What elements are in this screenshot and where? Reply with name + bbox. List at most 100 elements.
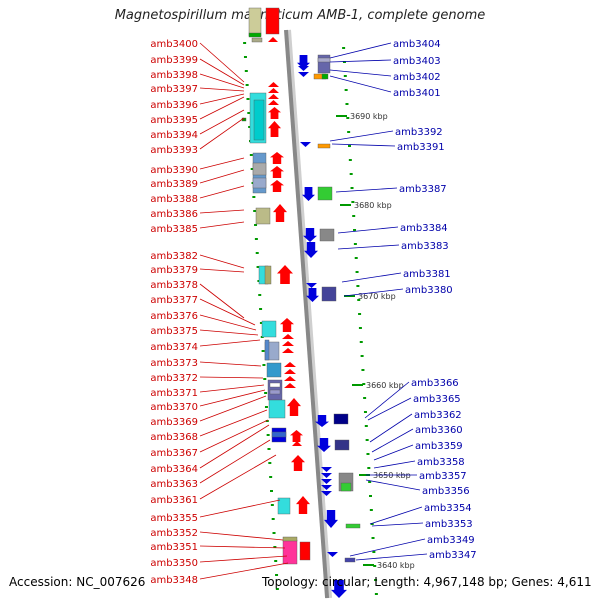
- gene-label-amb3401[interactable]: amb3401: [393, 88, 441, 99]
- gene-label-amb3357[interactable]: amb3357: [419, 471, 467, 482]
- leader-line: [337, 226, 399, 234]
- gene-label-amb3390[interactable]: amb3390: [150, 165, 198, 176]
- gene-label-amb3361[interactable]: amb3361: [150, 495, 198, 506]
- tick-marker: [264, 392, 268, 394]
- forward-gene-chevron: [268, 94, 279, 99]
- tick-marker: [243, 42, 247, 44]
- gene-label-amb3370[interactable]: amb3370: [150, 402, 198, 413]
- leader-line: [355, 553, 428, 561]
- gene-block: [282, 539, 298, 565]
- gene-label-amb3352[interactable]: amb3352: [150, 528, 198, 539]
- tick-marker: [343, 75, 347, 77]
- gene-label-amb3389[interactable]: amb3389: [150, 179, 198, 190]
- leader-line: [371, 428, 414, 453]
- gene-label-amb3364[interactable]: amb3364: [150, 464, 198, 475]
- gene-label-amb3404[interactable]: amb3404: [393, 39, 441, 50]
- tick-marker: [245, 84, 249, 86]
- gene-label-amb3355[interactable]: amb3355: [150, 513, 198, 524]
- gene-label-amb3375[interactable]: amb3375: [150, 326, 198, 337]
- gene-label-amb3366[interactable]: amb3366: [411, 378, 459, 389]
- gene-block: [266, 362, 282, 378]
- gene-label-amb3348[interactable]: amb3348: [150, 575, 198, 586]
- gene-label-amb3391[interactable]: amb3391: [397, 142, 445, 153]
- forward-gene-chevron: [284, 362, 296, 367]
- gene-label-amb3400[interactable]: amb3400: [150, 39, 198, 50]
- reverse-gene-chevron: [327, 552, 338, 557]
- gene-label-amb3356[interactable]: amb3356: [422, 486, 470, 497]
- gene-label-amb3379[interactable]: amb3379: [150, 265, 198, 276]
- gene-block: [317, 186, 333, 201]
- gene-label-amb3373[interactable]: amb3373: [150, 358, 198, 369]
- tick-marker: [355, 271, 359, 273]
- reverse-gene-arrow: [302, 187, 315, 201]
- tick-marker: [358, 327, 362, 329]
- gene-label-amb3403[interactable]: amb3403: [393, 56, 441, 67]
- leader-line: [199, 419, 269, 453]
- gene-label-amb3394[interactable]: amb3394: [150, 130, 198, 141]
- gene-label-amb3372[interactable]: amb3372: [150, 373, 198, 384]
- gene-label-amb3362[interactable]: amb3362: [414, 410, 462, 421]
- leader-line: [199, 185, 245, 199]
- forward-gene-chevron: [284, 369, 296, 374]
- tick-marker: [267, 448, 271, 450]
- gene-label-amb3392[interactable]: amb3392: [395, 127, 443, 138]
- tick-marker: [262, 364, 266, 366]
- gene-label-amb3377[interactable]: amb3377: [150, 295, 198, 306]
- gene-label-amb3353[interactable]: amb3353: [425, 519, 473, 530]
- tick-marker: [374, 579, 378, 581]
- gene-label-amb3388[interactable]: amb3388: [150, 194, 198, 205]
- gene-label-amb3349[interactable]: amb3349: [427, 535, 475, 546]
- gene-label-amb3395[interactable]: amb3395: [150, 115, 198, 126]
- gene-label-amb3384[interactable]: amb3384: [400, 223, 448, 234]
- gene-label-amb3380[interactable]: amb3380: [405, 285, 453, 296]
- tick-marker: [264, 406, 268, 408]
- gene-block: [345, 523, 361, 529]
- tick-marker: [259, 322, 263, 324]
- leader-line: [199, 384, 265, 393]
- tick-marker: [269, 476, 273, 478]
- gene-label-amb3360[interactable]: amb3360: [415, 425, 463, 436]
- gene-label-amb3369[interactable]: amb3369: [150, 417, 198, 428]
- gene-label-amb3399[interactable]: amb3399: [150, 55, 198, 66]
- gene-label-amb3359[interactable]: amb3359: [415, 441, 463, 452]
- gene-label-amb3381[interactable]: amb3381: [403, 269, 451, 280]
- gene-label-amb3386[interactable]: amb3386: [150, 209, 198, 220]
- gene-label-amb3393[interactable]: amb3393: [150, 145, 198, 156]
- gene-label-amb3383[interactable]: amb3383: [401, 241, 449, 252]
- leader-line: [329, 42, 392, 59]
- forward-gene-arrow: [291, 455, 305, 471]
- tick-marker: [261, 350, 265, 352]
- gene-label-amb3402[interactable]: amb3402: [393, 72, 441, 83]
- gene-label-amb3365[interactable]: amb3365: [413, 394, 461, 405]
- gene-label-amb3398[interactable]: amb3398: [150, 70, 198, 81]
- forward-gene-arrow: [270, 152, 284, 164]
- gene-label-amb3396[interactable]: amb3396: [150, 100, 198, 111]
- gene-label-amb3351[interactable]: amb3351: [150, 542, 198, 553]
- gene-label-amb3371[interactable]: amb3371: [150, 388, 198, 399]
- reverse-gene-chevron: [321, 467, 332, 472]
- reverse-gene-arrow: [297, 55, 310, 69]
- gene-label-amb3385[interactable]: amb3385: [150, 224, 198, 235]
- gene-label-amb3358[interactable]: amb3358: [417, 457, 465, 468]
- gene-label-amb3397[interactable]: amb3397: [150, 84, 198, 95]
- tick-marker: [263, 378, 267, 380]
- gene-label-amb3363[interactable]: amb3363: [150, 479, 198, 490]
- gene-label-amb3368[interactable]: amb3368: [150, 432, 198, 443]
- gene-label-amb3387[interactable]: amb3387: [399, 184, 447, 195]
- gene-label-amb3350[interactable]: amb3350: [150, 558, 198, 569]
- gene-label-amb3347[interactable]: amb3347: [429, 550, 477, 561]
- gene-label-amb3378[interactable]: amb3378: [150, 280, 198, 291]
- gene-label-amb3374[interactable]: amb3374: [150, 342, 198, 353]
- gene-block: [277, 497, 291, 515]
- gene-label-amb3376[interactable]: amb3376: [150, 311, 198, 322]
- forward-gene-arrow: [268, 121, 281, 137]
- left-gene-labels[interactable]: amb3400 amb3399 amb3398 amb3397 amb3396 amb33…: [150, 39, 289, 586]
- gene-label-amb3354[interactable]: amb3354: [424, 503, 472, 514]
- right-gene-labels[interactable]: amb3404 amb3403 amb3402 amb3401 amb3392 amb33…: [329, 39, 477, 561]
- tick-marker: [369, 495, 372, 497]
- gene-label-amb3382[interactable]: amb3382: [150, 251, 198, 262]
- gene-label-amb3367[interactable]: amb3367: [150, 448, 198, 459]
- leader-line: [199, 268, 245, 273]
- gene-blocks: [241, 7, 361, 598]
